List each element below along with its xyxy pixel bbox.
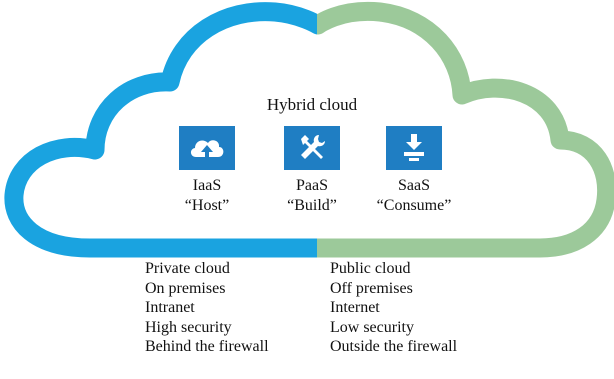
- private-cloud-list: Private cloud On premises Intranet High …: [145, 259, 269, 357]
- service-role: “Host”: [184, 197, 230, 214]
- list-item: High security: [145, 318, 232, 336]
- list-item: Low security: [330, 318, 414, 336]
- service-role: “Build”: [287, 197, 337, 214]
- download-monitor-icon: [386, 126, 442, 170]
- service-name: IaaS: [192, 177, 222, 194]
- list-item: On premises: [145, 279, 226, 297]
- private-cloud-label: Private cloud: [145, 260, 230, 277]
- service-name: SaaS: [398, 177, 430, 194]
- cloud-upload-icon: [179, 126, 235, 170]
- list-item: Off premises: [330, 279, 413, 297]
- service-saas: SaaS “Consume”: [359, 126, 469, 216]
- diagram-title: Hybrid cloud: [266, 95, 358, 114]
- list-item: Behind the firewall: [145, 338, 269, 355]
- list-item: Intranet: [145, 299, 195, 316]
- service-iaas: IaaS “Host”: [152, 126, 262, 216]
- public-cloud-list: Public cloud Off premises Internet Low s…: [330, 259, 457, 357]
- service-name: PaaS: [296, 177, 328, 194]
- public-cloud-label: Public cloud: [330, 260, 411, 277]
- list-item: Internet: [330, 299, 380, 316]
- list-item: Outside the firewall: [330, 338, 458, 355]
- service-paas: PaaS “Build”: [257, 126, 367, 216]
- tools-icon: [284, 126, 340, 170]
- service-role: “Consume”: [376, 197, 452, 214]
